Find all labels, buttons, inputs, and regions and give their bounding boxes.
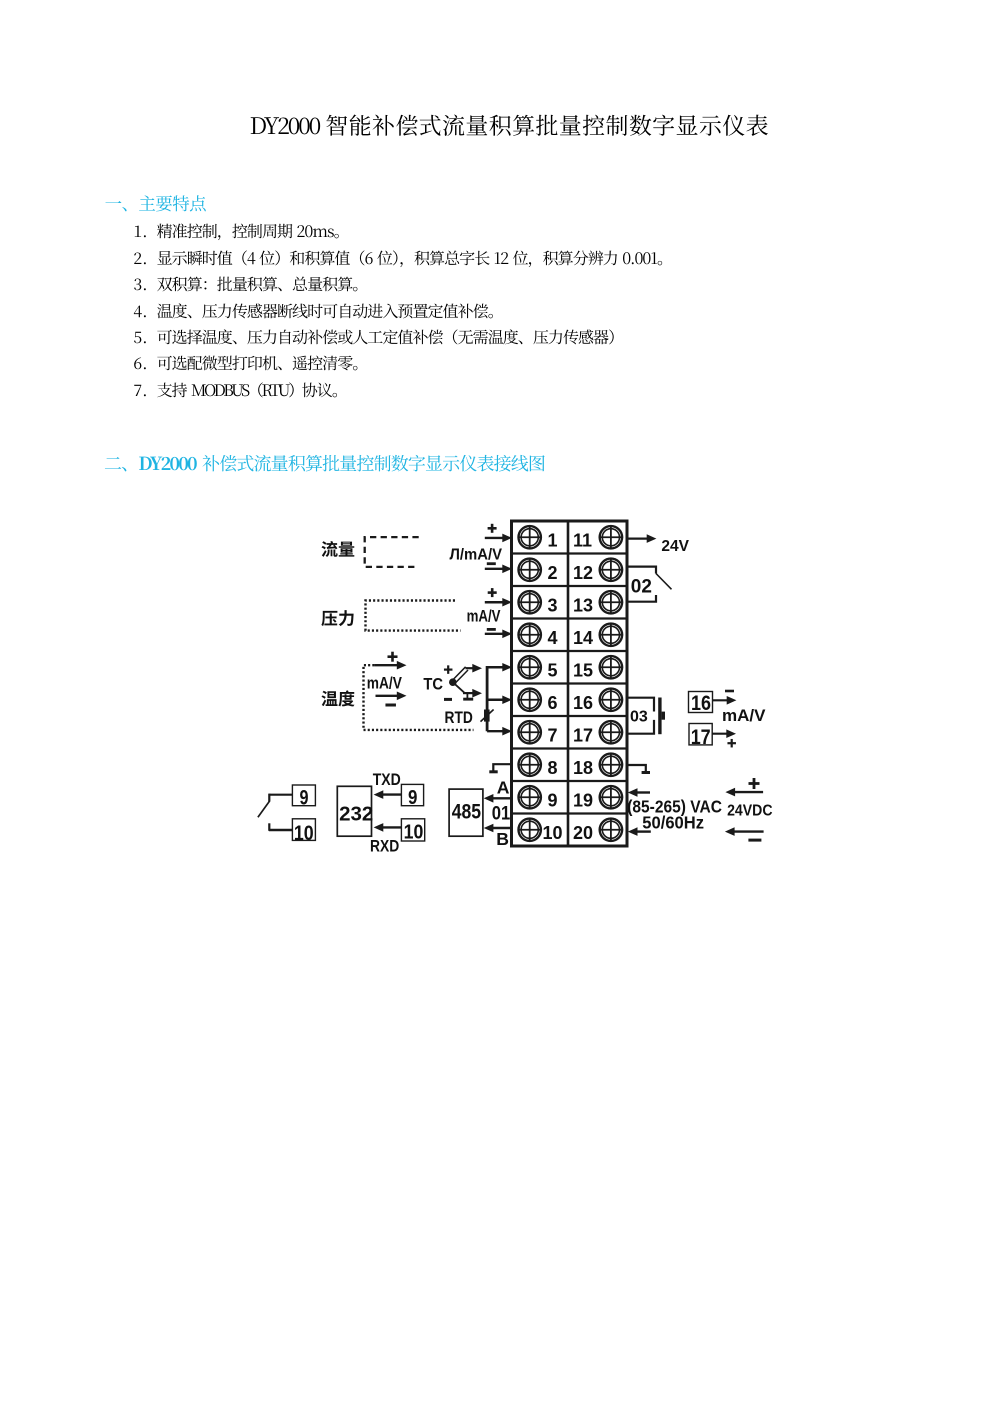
svg-text:压力: 压力 bbox=[321, 605, 355, 630]
svg-text:17: 17 bbox=[691, 725, 711, 749]
svg-text:8: 8 bbox=[547, 758, 557, 778]
svg-text:温度: 温度 bbox=[321, 685, 355, 710]
svg-text:5: 5 bbox=[547, 661, 557, 681]
svg-text:485: 485 bbox=[452, 801, 482, 824]
svg-text:3: 3 bbox=[547, 596, 557, 616]
svg-text:2: 2 bbox=[547, 563, 557, 583]
svg-text:mA/V: mA/V bbox=[722, 706, 766, 725]
svg-text:7: 7 bbox=[547, 726, 557, 746]
svg-text:18: 18 bbox=[573, 758, 593, 778]
svg-text:24VDC: 24VDC bbox=[727, 803, 772, 820]
svg-text:9: 9 bbox=[547, 791, 557, 811]
svg-text:15: 15 bbox=[573, 661, 593, 681]
svg-text:10: 10 bbox=[294, 822, 314, 845]
svg-text:20: 20 bbox=[573, 823, 593, 843]
svg-text:A: A bbox=[497, 778, 510, 798]
svg-text:9: 9 bbox=[408, 786, 417, 809]
svg-text:12: 12 bbox=[573, 563, 593, 583]
svg-text:B: B bbox=[496, 829, 509, 849]
svg-text:1: 1 bbox=[547, 531, 557, 551]
svg-text:16: 16 bbox=[573, 693, 593, 713]
svg-text:11: 11 bbox=[573, 531, 592, 551]
svg-text:RTD: RTD bbox=[445, 709, 473, 727]
svg-text:流量: 流量 bbox=[321, 535, 355, 560]
svg-text:13: 13 bbox=[573, 596, 593, 616]
svg-text:17: 17 bbox=[573, 726, 593, 746]
svg-text:6: 6 bbox=[547, 693, 557, 713]
svg-text:Л/mA/V: Л/mA/V bbox=[450, 546, 503, 563]
svg-text:mA/V: mA/V bbox=[367, 673, 403, 692]
svg-text:(85-265) VAC: (85-265) VAC bbox=[627, 796, 722, 816]
svg-text:19: 19 bbox=[573, 791, 593, 811]
svg-text:TC: TC bbox=[423, 676, 443, 694]
svg-text:03: 03 bbox=[630, 709, 648, 726]
svg-text:24V: 24V bbox=[661, 538, 689, 555]
svg-text:4: 4 bbox=[547, 628, 557, 648]
svg-text:10: 10 bbox=[542, 823, 562, 843]
svg-text:16: 16 bbox=[691, 691, 711, 715]
svg-text:TXD: TXD bbox=[373, 770, 401, 789]
svg-text:mA/V: mA/V bbox=[467, 607, 501, 625]
svg-text:50/60Hz: 50/60Hz bbox=[642, 812, 704, 832]
svg-text:01: 01 bbox=[492, 803, 511, 824]
svg-text:14: 14 bbox=[573, 628, 593, 648]
svg-text:RXD: RXD bbox=[370, 836, 399, 855]
svg-text:10: 10 bbox=[404, 820, 424, 843]
svg-text:9: 9 bbox=[300, 785, 309, 809]
svg-text:232: 232 bbox=[339, 802, 373, 825]
svg-text:02: 02 bbox=[631, 576, 652, 597]
